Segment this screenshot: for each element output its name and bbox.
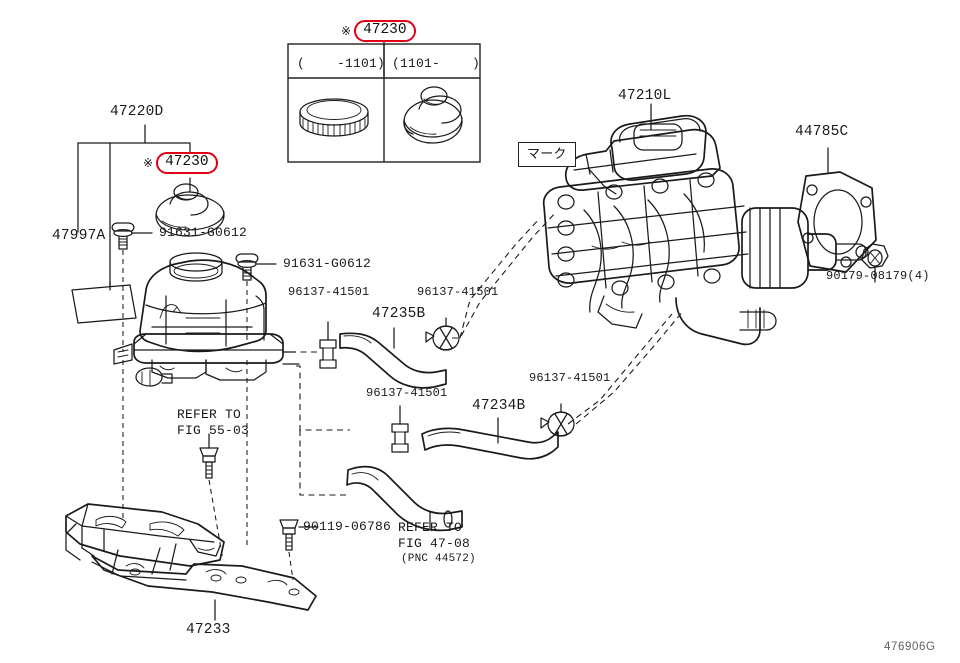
bolt-90119-06786 — [279, 519, 319, 581]
assembly-path-booster-d2 — [575, 309, 685, 425]
inset-column-header-right: (1101- ) — [392, 56, 481, 71]
screw-91631-b — [235, 253, 277, 281]
inset-variant-box — [287, 35, 481, 163]
asterisk-icon: ※ — [143, 156, 154, 171]
label-refer-fig-55-03-line2: FIG 55-03 — [177, 423, 250, 438]
assembly-path-booster-b2 — [459, 217, 541, 339]
label-96137-a: 96137-41501 — [288, 285, 370, 299]
clip-96137-b — [425, 317, 460, 351]
clip-96137-c — [391, 405, 409, 453]
assembly-path-clip-d-to-booster — [567, 313, 673, 425]
tank-outlet-nipple — [135, 367, 173, 387]
label-96137-b: 96137-41501 — [417, 285, 499, 299]
badge-47230-inset[interactable]: ※ 47230 — [341, 20, 416, 43]
screw-91631-a — [111, 222, 153, 250]
mark-callout-text: マーク — [527, 147, 567, 162]
inset-column-header-left: ( -1101) — [297, 56, 386, 71]
label-47220d: 47220D — [110, 104, 164, 120]
label-refer-fig-55-03-line1: REFER TO — [177, 407, 242, 422]
label-plate-47997a — [71, 281, 137, 324]
inset-cap-ribbed — [299, 98, 369, 137]
inset-cap-swirl — [403, 86, 463, 144]
label-90179: 90179-08179(4) — [826, 269, 930, 283]
label-90119-06786: 90119-06786 — [303, 519, 392, 534]
label-44785c: 44785C — [795, 124, 849, 140]
brake-booster-47210l — [542, 103, 869, 346]
leader-tree-47220d — [77, 124, 191, 291]
hose-47234b — [421, 417, 559, 460]
assembly-path-hose-47234b — [296, 365, 350, 431]
bracket-assembly-47233 — [65, 503, 317, 621]
hose-47235b — [339, 327, 447, 389]
badge-number: 47230 — [156, 152, 218, 175]
asterisk-icon: ※ — [341, 24, 352, 39]
clip-96137-a — [319, 321, 337, 369]
label-47233: 47233 — [186, 622, 231, 638]
label-91631-b: 91631-G0612 — [283, 256, 372, 271]
label-47997a: 47997A — [52, 228, 106, 244]
label-47234b: 47234B — [472, 398, 526, 414]
label-refer-fig-47-08-line1: REFER TO — [398, 520, 463, 535]
mark-callout-leader — [587, 167, 617, 195]
clip-96137-d — [540, 403, 575, 437]
badge-number: 47230 — [354, 20, 416, 43]
mark-callout-box: マーク — [518, 142, 576, 167]
diagram-code: 476906G — [884, 641, 936, 653]
assembly-path-hose-refer4708 — [299, 430, 350, 496]
nut-90179-08179 — [861, 243, 889, 283]
label-96137-d: 96137-41501 — [529, 371, 611, 385]
reservoir-tank-47220d — [113, 252, 300, 387]
bolt-refer-fig-55-03 — [199, 433, 224, 561]
label-refer-fig-47-08-line3: (PNC 44572) — [401, 553, 476, 565]
label-47235b: 47235B — [372, 306, 426, 322]
badge-47230-main[interactable]: ※ 47230 — [143, 152, 218, 175]
assembly-path-clip-b-to-booster — [452, 211, 557, 339]
reservoir-cap-47230 — [155, 183, 225, 237]
label-refer-fig-47-08-line2: FIG 47-08 — [398, 536, 471, 551]
gasket-44785c — [797, 147, 877, 273]
label-47210l: 47210L — [618, 88, 672, 104]
hose-refer-fig-47-08 — [346, 465, 463, 532]
label-96137-c: 96137-41501 — [366, 386, 448, 400]
label-91631-a: 91631-G0612 — [159, 225, 248, 240]
